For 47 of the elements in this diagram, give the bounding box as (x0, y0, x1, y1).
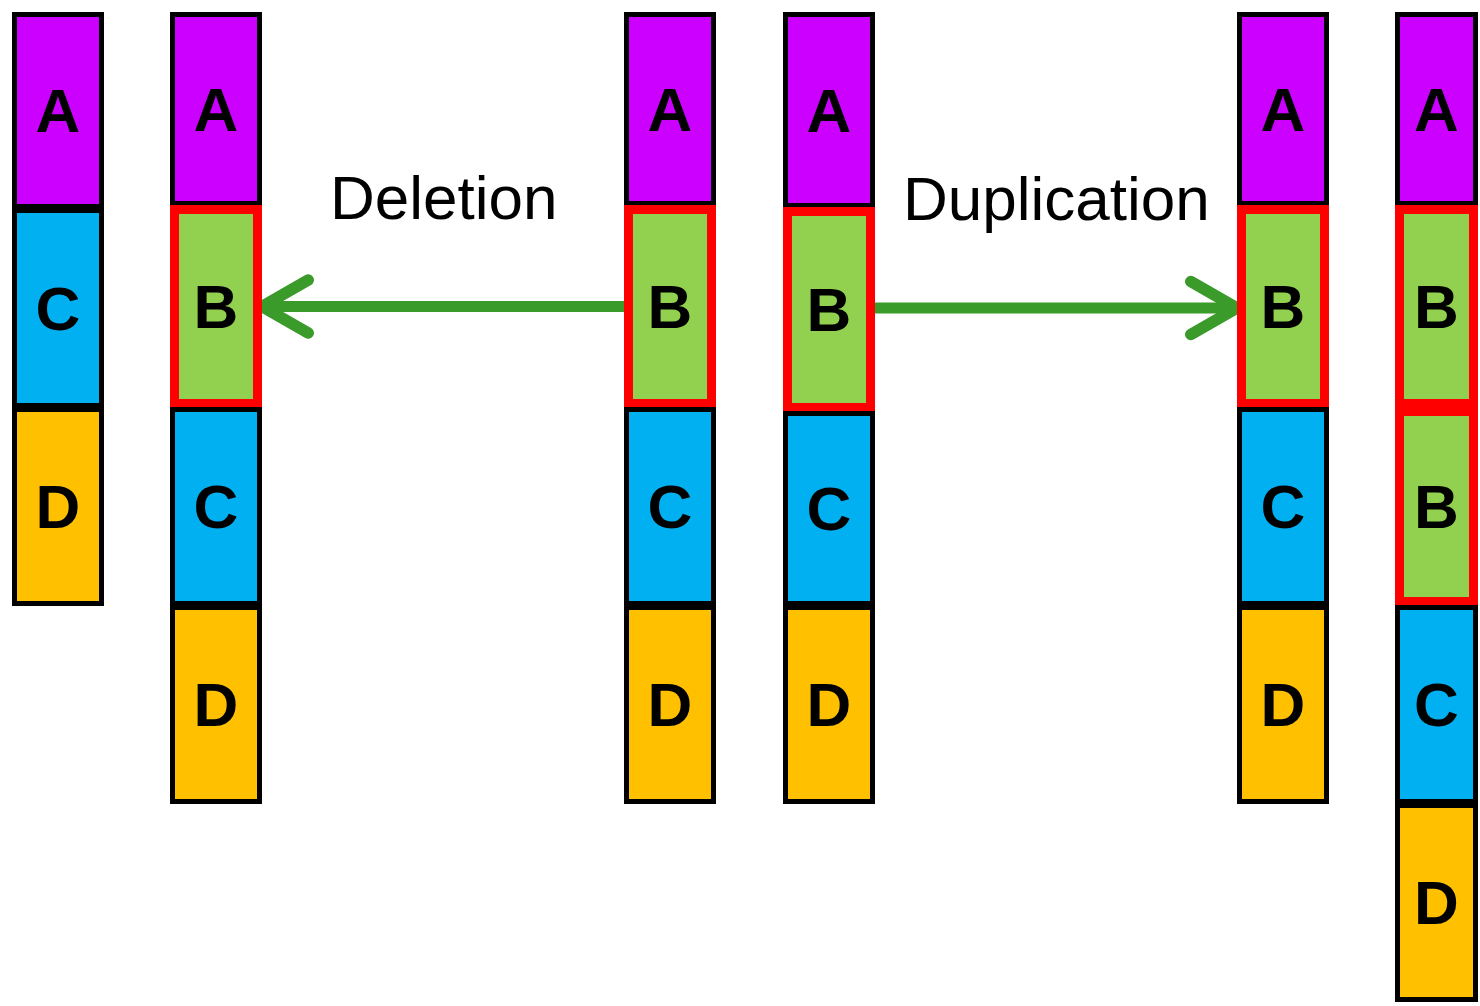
chromosome-segment (624, 12, 716, 206)
chromosome-segment (1237, 605, 1329, 804)
segment-letter: C (193, 471, 239, 542)
chromosome-segment (1237, 12, 1329, 206)
chromosome-segment (170, 407, 262, 606)
segment-letter: C (35, 272, 81, 344)
highlighted-chromosome-segment (1395, 205, 1478, 408)
highlighted-chromosome-segment (783, 207, 875, 412)
chromosome-segment (783, 12, 875, 208)
chromosome-segment (170, 12, 262, 206)
segment-letter: A (1260, 73, 1306, 145)
chromosome-segment (783, 605, 875, 804)
segment-letter: D (35, 471, 81, 542)
segment-letter: A (193, 73, 239, 145)
segment-letter: A (1414, 73, 1459, 145)
chromosome-segment (12, 407, 104, 606)
chromosome-segment (1395, 803, 1478, 1002)
segment-letter: D (193, 669, 239, 740)
chromosome-segment (1237, 407, 1329, 606)
segment-letter: B (1414, 271, 1459, 342)
segment-letter: A (35, 75, 81, 146)
segment-letter: B (193, 271, 239, 342)
segment-letter: A (806, 74, 852, 146)
chromosome-segment (624, 407, 716, 606)
chromosome-segment (170, 605, 262, 804)
chromosome-segment (1395, 605, 1478, 804)
segment-letter: B (647, 271, 693, 342)
chromosome-segment (783, 411, 875, 606)
segment-letter: B (806, 274, 852, 345)
segment-letter: A (647, 73, 693, 145)
segment-letter: C (647, 471, 693, 542)
segment-letter: B (1414, 471, 1459, 542)
segment-letter: C (806, 473, 852, 544)
highlighted-chromosome-segment (1395, 407, 1478, 606)
segment-letter: D (647, 669, 693, 740)
segment-letter: D (1414, 867, 1459, 938)
segment-letter: D (1260, 669, 1306, 740)
highlighted-chromosome-segment (1237, 205, 1329, 408)
segment-letter: C (1260, 471, 1306, 542)
chromosome-segment (12, 12, 104, 209)
chromosome-segment (624, 605, 716, 804)
highlighted-chromosome-segment (624, 205, 716, 408)
chromosome-segment (1395, 12, 1478, 206)
highlighted-chromosome-segment (170, 205, 262, 408)
segment-letter: B (1260, 271, 1306, 342)
segment-letter: D (806, 669, 852, 740)
segment-letter: C (1414, 669, 1459, 740)
